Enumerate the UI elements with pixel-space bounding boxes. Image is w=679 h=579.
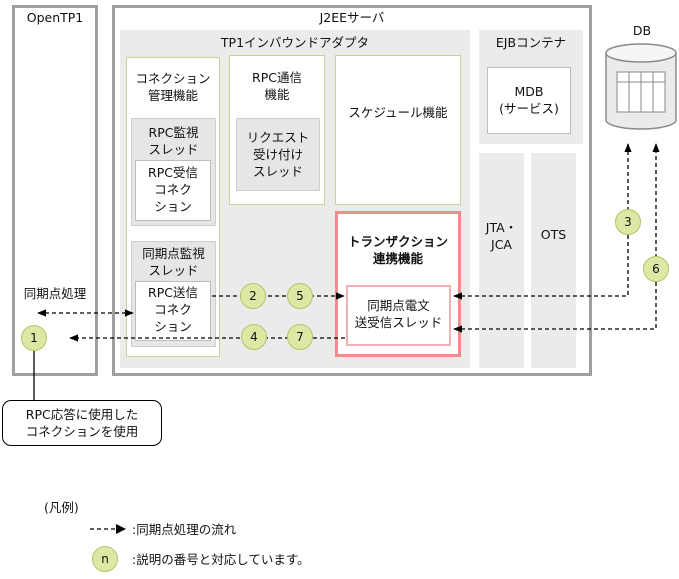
connection-management-title-1: コネクション	[135, 71, 211, 86]
ejb-container-title: EJBコンテナ	[495, 35, 567, 50]
rpc-monitor-thread-2: スレッド	[148, 142, 199, 157]
mdb-service-box	[487, 67, 571, 134]
request-accept-thread-1: リクエスト	[246, 130, 310, 145]
jta-label: JTA・	[485, 220, 518, 235]
callout-line-2: コネクションを使用	[25, 424, 139, 439]
sync-point-label: 同期点処理	[23, 286, 87, 301]
sync-message-thread-1: 同期点電文	[367, 298, 430, 313]
jta-jca-panel	[479, 153, 524, 368]
rpc-receive-connection-2: コネク	[154, 182, 192, 197]
rpc-communication-title-2: 機能	[264, 87, 290, 102]
step-7-badge: 7	[287, 324, 313, 350]
mdb-label: MDB	[514, 84, 544, 99]
legend-circle-icon: n	[92, 546, 118, 572]
legend-flow-text: :同期点処理の流れ	[132, 522, 237, 537]
connection-management-title-2: 管理機能	[147, 88, 198, 103]
step-2-badge: 2	[240, 283, 266, 309]
sync-message-thread-2: 送受信スレッド	[354, 315, 443, 330]
jca-label: JCA	[491, 237, 512, 252]
request-accept-thread-2: 受け付け	[252, 147, 303, 162]
rpc-monitor-thread-1: RPC監視	[148, 125, 199, 140]
request-accept-thread-3: スレッド	[252, 164, 303, 179]
callout-line-1: RPC応答に使用した	[25, 407, 139, 422]
legend-circle-text: :説明の番号と対応しています。	[132, 552, 310, 567]
rpc-communication-title-1: RPC通信	[252, 70, 302, 85]
sync-point-monitor-thread-1: 同期点監視	[142, 246, 205, 261]
step-3-badge: 3	[615, 209, 641, 235]
transaction-integration-title-2: 連携機能	[372, 251, 423, 266]
transaction-integration-title-1: トランザクション	[347, 234, 448, 249]
request-accept-thread-box	[236, 118, 320, 191]
step-4-badge: 4	[241, 324, 267, 350]
tp1-inbound-adapter-title: TP1インバウンドアダプタ	[220, 35, 370, 50]
rpc-receive-connection-box	[135, 160, 211, 221]
step-5-badge: 5	[287, 283, 313, 309]
db-label: DB	[632, 23, 652, 38]
scheduler-title: スケジュール機能	[348, 105, 448, 120]
scheduler-box	[335, 55, 461, 205]
callout-box	[2, 400, 162, 446]
opentp1-frame	[12, 5, 98, 376]
step-1-badge: 1	[21, 325, 47, 351]
ots-label: OTS	[540, 227, 567, 242]
rpc-send-connection-1: RPC送信	[148, 285, 198, 300]
sync-point-monitor-thread-2: スレッド	[148, 263, 199, 278]
j2ee-server-title: J2EEサーバ	[319, 10, 385, 25]
sync-message-thread-box	[346, 285, 451, 346]
step-6-badge: 6	[643, 256, 669, 282]
ots-panel	[531, 153, 576, 368]
mdb-service-label: (サービス)	[499, 101, 559, 116]
opentp1-title: OpenTP1	[26, 10, 84, 25]
rpc-send-connection-box	[135, 281, 211, 341]
rpc-receive-connection-1: RPC受信	[148, 165, 198, 180]
rpc-receive-connection-3: ション	[154, 199, 192, 214]
rpc-send-connection-3: ション	[154, 319, 192, 334]
rpc-send-connection-2: コネク	[154, 302, 192, 317]
legend-title: (凡例)	[44, 500, 79, 515]
